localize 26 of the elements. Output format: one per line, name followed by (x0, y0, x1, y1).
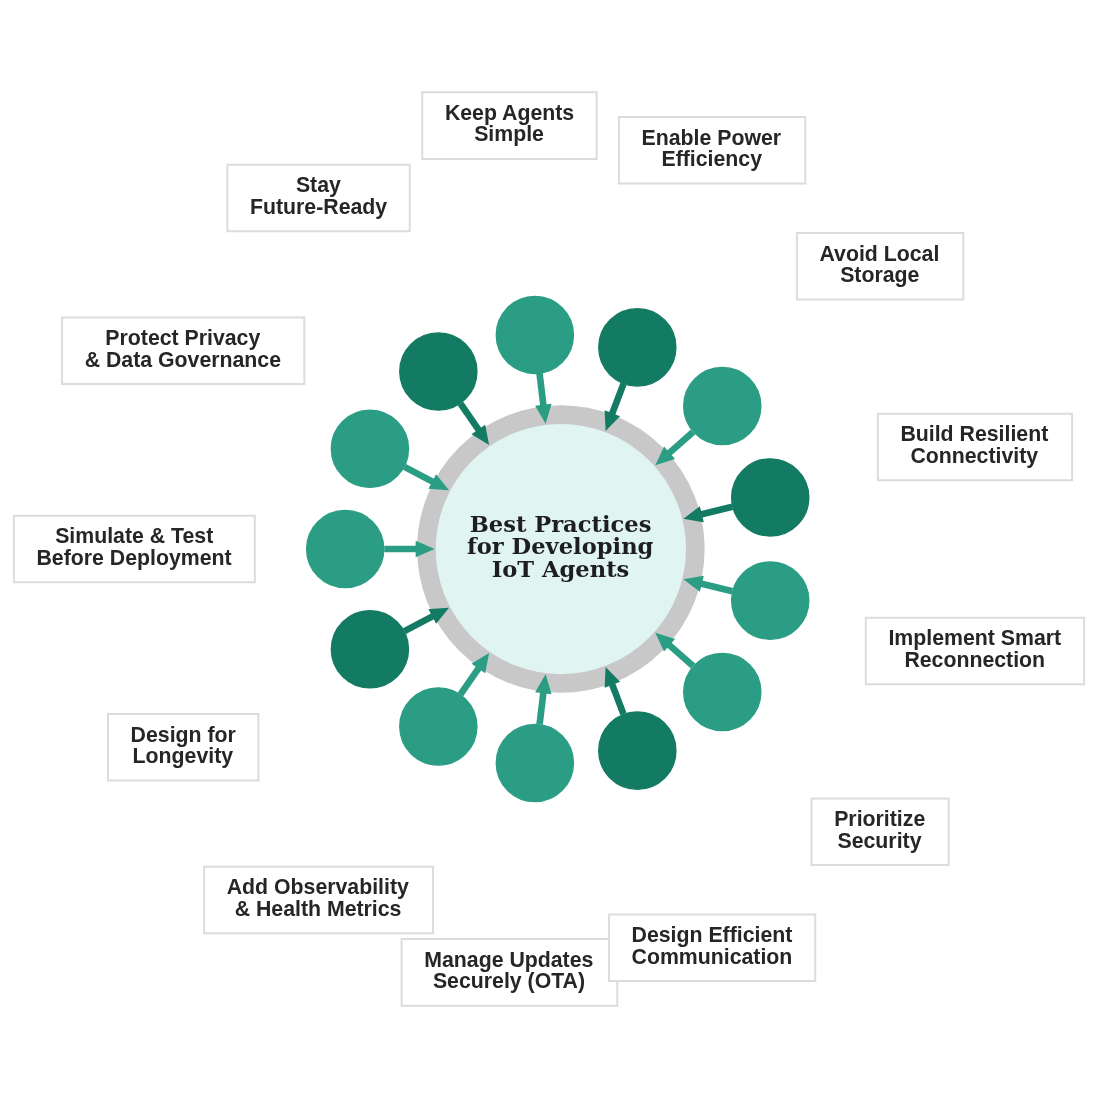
node-box: Enable Power Efficiency (617, 115, 807, 185)
node-circle (330, 409, 410, 489)
node-circle (399, 687, 478, 766)
node-circle (730, 458, 810, 537)
node-box: Design for Longevity (107, 712, 260, 782)
node-box: Add Observability & Health Metrics (203, 865, 435, 935)
node-box: Simulate & Test Before Deployment (12, 514, 256, 584)
node-circle (683, 366, 762, 446)
node-box: Prioritize Security (810, 797, 950, 867)
node-circle (495, 295, 575, 375)
node-box: Build Resilient Connectivity (876, 412, 1074, 482)
node-box: Protect Privacy & Data Governance (61, 316, 306, 386)
node-circle (598, 711, 677, 790)
node-circle (330, 609, 410, 689)
node-box: Implement Smart Reconnection (864, 616, 1086, 686)
node-circle (598, 308, 677, 387)
node-box: Avoid Local Storage (795, 231, 965, 301)
node-circle (399, 332, 478, 411)
node-circle (683, 652, 762, 732)
node-box: Stay Future-Ready (226, 163, 411, 233)
node-box: Manage Updates Securely (OTA) (400, 938, 619, 1007)
node-box: Keep Agents Simple (421, 91, 598, 160)
node-circle (495, 723, 575, 803)
node-box: Design Efficient Communication (607, 913, 817, 983)
node-circle (305, 509, 385, 589)
node-circle (730, 561, 810, 640)
